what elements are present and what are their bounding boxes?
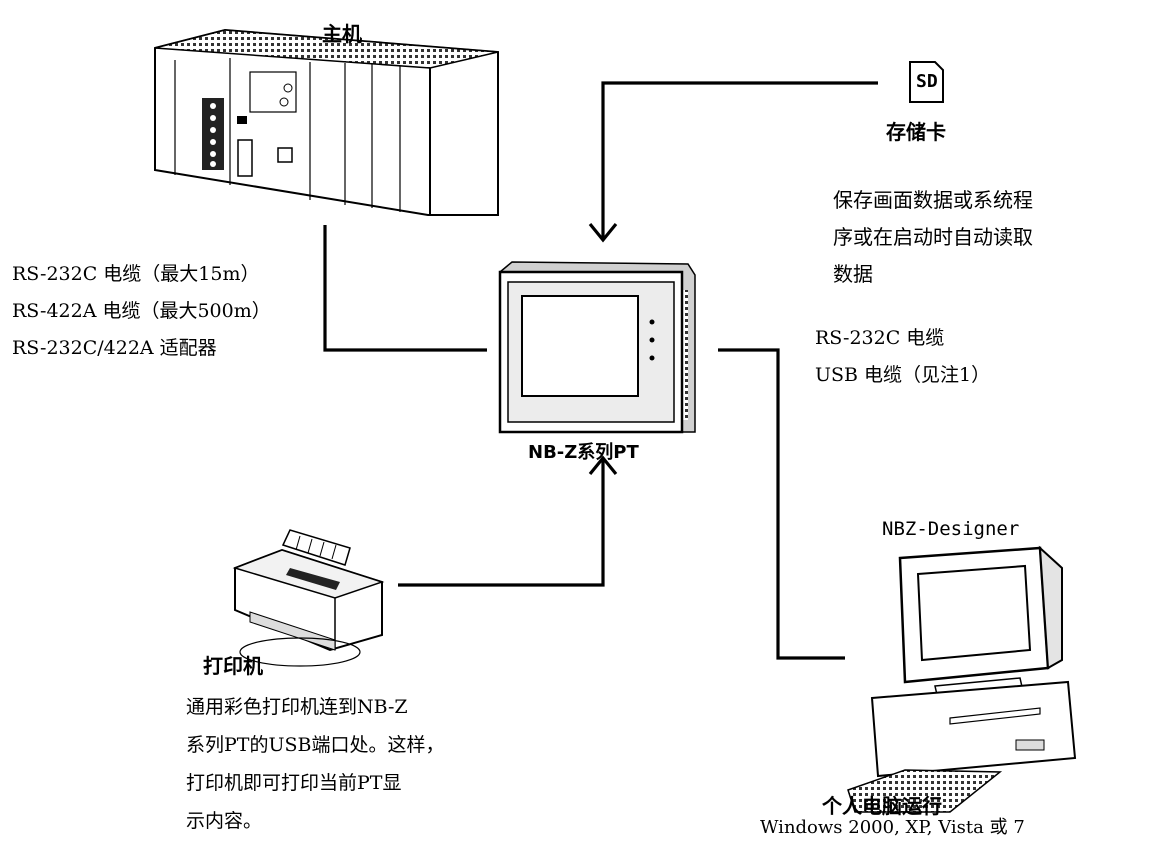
host-cable-item: RS-422A 电缆（最大500m） — [12, 300, 271, 322]
printer-desc-line: 打印机即可打印当前PT显 — [186, 772, 402, 794]
host-label: 主机 — [322, 22, 362, 46]
pc-cable-item: RS-232C 电缆 — [815, 327, 945, 349]
sd-card-desc-line: 保存画面数据或系统程 — [833, 188, 1033, 212]
printer-image — [232, 529, 385, 667]
plc-host-image — [154, 28, 499, 216]
printer-desc-line: 系列PT的USB端口处。这样， — [186, 734, 445, 756]
pt-label: NB-Z系列PT — [528, 442, 639, 463]
pc-cable-item: USB 电缆（见注1） — [815, 364, 991, 386]
nbz-pt-device-image — [498, 261, 696, 434]
printer-description: 通用彩色打印机连到NB-Z 系列PT的USB端口处。这样， 打印机即可打印当前P… — [186, 688, 444, 840]
sd-card-icon-text: SD — [916, 71, 938, 92]
sd-card-label: 存储卡 — [886, 120, 946, 144]
connection-lines — [323, 81, 878, 660]
sd-card-desc-line: 序或在启动时自动读取 — [833, 225, 1033, 249]
printer-desc-line: 示内容。 — [186, 810, 263, 832]
pc-cable-list: RS-232C 电缆 USB 电缆（见注1） — [815, 320, 990, 394]
host-cable-item: RS-232C/422A 适配器 — [12, 337, 217, 359]
sd-card-desc-line: 数据 — [833, 262, 873, 286]
sd-card-icon — [909, 61, 944, 103]
printer-label: 打印机 — [203, 654, 263, 678]
printer-desc-line: 通用彩色打印机连到NB-Z — [186, 696, 408, 718]
software-label: NBZ-Designer — [882, 518, 1020, 540]
host-cable-list: RS-232C 电缆（最大15m） RS-422A 电缆（最大500m） RS-… — [12, 256, 271, 367]
pc-label: 个人电脑运行 — [822, 794, 942, 818]
pc-os-label: Windows 2000, XP, Vista 或 7 — [760, 817, 1025, 838]
sd-card-description: 保存画面数据或系统程 序或在启动时自动读取 数据 — [833, 182, 1033, 293]
host-cable-item: RS-232C 电缆（最大15m） — [12, 263, 260, 285]
pc-image — [847, 545, 1077, 813]
